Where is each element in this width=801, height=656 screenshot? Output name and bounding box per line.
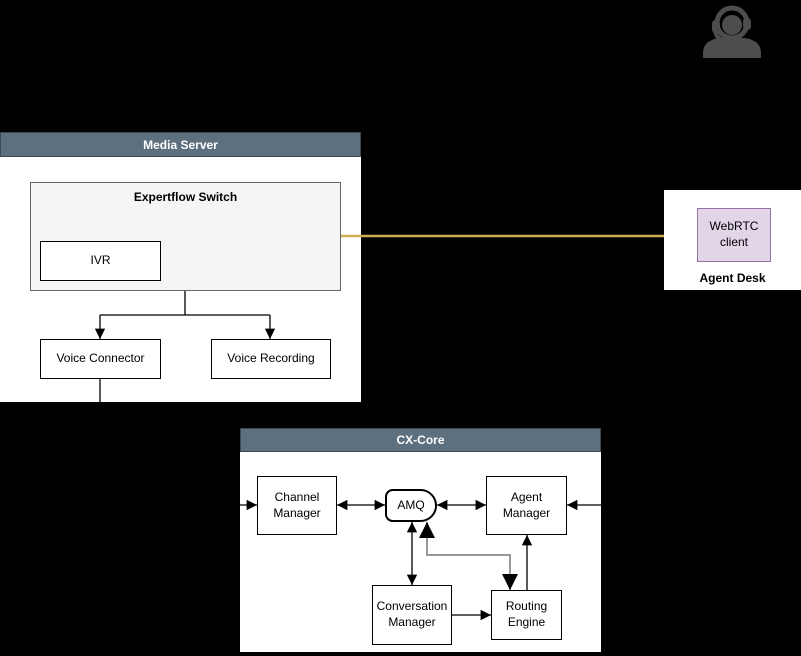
webrtc-client-node: WebRTC client <box>697 208 771 262</box>
media-server-container: Media Server Expertflow Switch IVR Voice… <box>0 132 361 402</box>
headset-agent-icon <box>703 5 761 58</box>
voice-connector-label: Voice Connector <box>56 351 145 366</box>
agent-desk-title: Agent Desk <box>699 271 766 285</box>
conversation-manager-label: Conversation Manager <box>376 599 448 629</box>
voice-recording-label: Voice Recording <box>227 351 315 366</box>
expertflow-switch-node: Expertflow Switch <box>30 182 341 291</box>
expertflow-switch-label: Expertflow Switch <box>133 190 238 204</box>
media-server-title: Media Server <box>143 137 218 152</box>
amq-label: AMQ <box>397 497 425 512</box>
voice-connector-node: Voice Connector <box>40 339 161 379</box>
agent-desk-container: WebRTC client Agent Desk <box>664 190 801 290</box>
agent-manager-label: Agent Manager <box>502 489 551 520</box>
webrtc-client-label: WebRTC client <box>709 219 759 249</box>
ivr-label: IVR <box>90 253 111 268</box>
routing-engine-node: Routing Engine <box>491 590 562 640</box>
amq-node: AMQ <box>385 489 437 522</box>
cx-core-title: CX-Core <box>396 433 445 447</box>
cx-core-container: CX-Core Channel M <box>240 428 601 652</box>
channel-manager-label: Channel Manager <box>273 489 321 520</box>
routing-engine-label: Routing Engine <box>505 599 548 629</box>
conversation-manager-node: Conversation Manager <box>372 585 452 645</box>
cx-core-header: CX-Core <box>240 428 601 452</box>
media-server-header: Media Server <box>0 132 361 157</box>
agent-manager-node: Agent Manager <box>486 476 567 535</box>
media-stream-arrow <box>341 228 693 244</box>
channel-manager-node: Channel Manager <box>257 476 337 535</box>
voice-recording-node: Voice Recording <box>211 339 331 379</box>
ivr-node: IVR <box>40 241 161 281</box>
